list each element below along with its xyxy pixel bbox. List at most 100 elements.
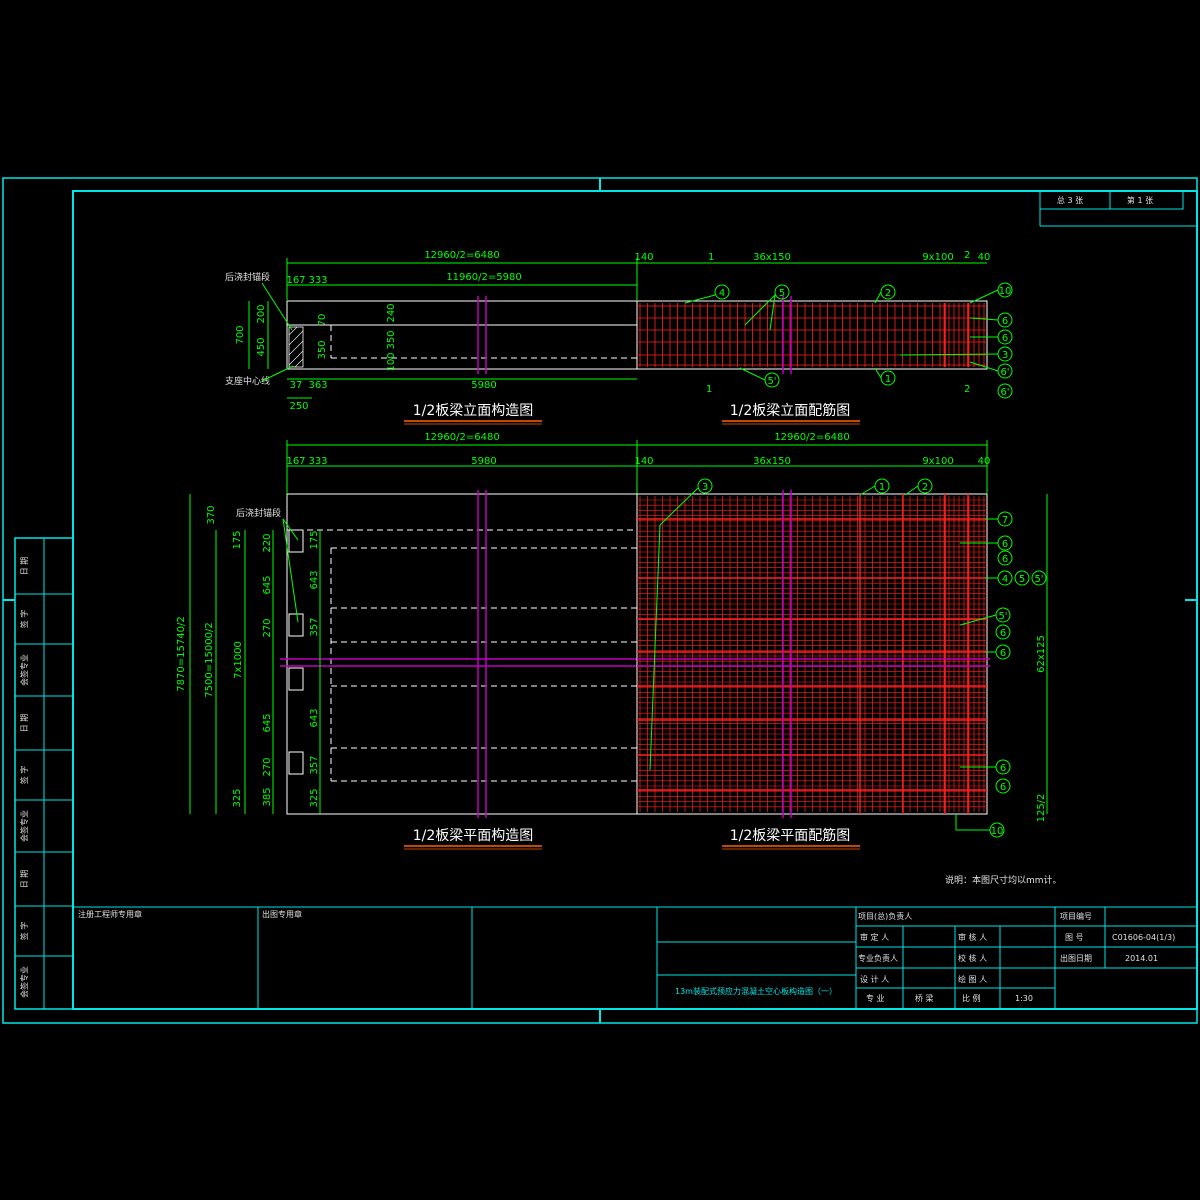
designer-label: 设 计 人: [860, 974, 889, 984]
dim-325-a: 325: [232, 788, 243, 807]
title-plan-structure: 1/2板梁平面构造图: [413, 828, 534, 844]
mark-6-plan-d: 6: [1000, 648, 1006, 659]
label-support-centerline: 支座中心线: [225, 375, 270, 387]
rebar-callouts-elev: 4 5 5' 2 1 10 6 6 3 6' 6': [684, 282, 1013, 399]
date-value: 2014.01: [1125, 954, 1158, 963]
dim-270-a: 270: [262, 618, 273, 637]
reviewer-label: 审 核 人: [958, 932, 987, 942]
mark-3-plan: 3: [702, 482, 708, 493]
section-mark-2-top: 2: [964, 250, 970, 261]
dim-100: 100: [386, 352, 397, 371]
section-mark-1-top: 1: [708, 252, 714, 263]
mark-10-plan: 10: [991, 826, 1004, 837]
sheet-number: 第 1 张: [1127, 195, 1153, 205]
side-date-3: 日 期: [20, 870, 29, 889]
dim-175-b: 175: [309, 530, 320, 549]
dim-350-inner: 350: [386, 330, 397, 349]
drawing-no-value: C01606-04(1/3): [1112, 933, 1175, 942]
sheet-frame: [2, 177, 1198, 1024]
elevation-structure-view: 12960/2=6480 167 333 11960/2=5980 37 363…: [225, 250, 638, 425]
dim-37: 37: [290, 380, 303, 391]
side-date-2: 日 期: [20, 714, 29, 733]
mark-1-plan: 1: [879, 482, 885, 493]
mark-6p-elev-b: 6': [1000, 387, 1009, 398]
date-label: 出图日期: [1060, 953, 1092, 963]
mark-6-plan-a: 6: [1002, 539, 1008, 550]
dim-62x125: 62x125: [1036, 635, 1047, 673]
drawing-no-label: 图 号: [1065, 933, 1084, 942]
dim-140-elev: 140: [634, 252, 653, 263]
dim-5980: 5980: [471, 380, 496, 391]
side-sign-panel: 日 期 签 字 会签专业 日 期 签 字 会签专业 日 期 签 字 会签专业: [14, 537, 74, 1010]
dim-167: 167: [286, 275, 305, 286]
dim-40-plan: 40: [978, 456, 991, 467]
mark-5-elev: 5: [779, 288, 785, 299]
project-no-label: 项目编号: [1060, 911, 1092, 921]
dim-363: 363: [308, 380, 327, 391]
dim-385: 385: [262, 787, 273, 806]
title-elevation-rebar: 1/2板梁立面配筋图: [730, 402, 851, 419]
side-sign-3: 签 字: [19, 922, 29, 941]
dim-140-plan: 140: [634, 456, 653, 467]
mark-4-plan: 4: [1002, 574, 1008, 585]
dim-70: 70: [317, 314, 328, 327]
mark-5p-plan-b: 5': [998, 611, 1007, 622]
dim-36x150-elev: 36x150: [753, 252, 791, 263]
mark-6-plan-c: 6: [1000, 628, 1006, 639]
drawing-title: 13m装配式预应力混凝土空心板构造图（一）: [675, 986, 837, 996]
section-mark-2-bot: 2: [964, 384, 970, 395]
mark-6-plan-f: 6: [1000, 782, 1006, 793]
total-sheets: 总 3 张: [1057, 195, 1083, 205]
scale-label: 比 例: [962, 993, 981, 1003]
mark-6p-elev-a: 6': [1000, 367, 1009, 378]
label-post-cast-joint-elev: 后浇封锚段: [225, 271, 270, 283]
dim-643-a: 643: [309, 570, 320, 589]
mark-5p-plan: 5': [1034, 574, 1043, 585]
checker-label: 校 核 人: [958, 953, 987, 963]
dim-plan-333: 333: [308, 456, 327, 467]
mark-7-plan: 7: [1002, 515, 1008, 526]
dim-240: 240: [386, 303, 397, 322]
side-date-1: 日 期: [20, 557, 29, 576]
dim-270-b: 270: [262, 757, 273, 776]
dim-645-a: 645: [262, 575, 273, 594]
elevation-rebar-view: 140 36x150 9x100 40 1 2 1 2 4 5 5' 2 1 1…: [634, 250, 1013, 425]
mark-6-plan-e: 6: [1000, 763, 1006, 774]
mark-5p-elev: 5': [767, 376, 776, 387]
dim-inner-half-len: 11960/2=5980: [446, 272, 521, 283]
dim-643-b: 643: [309, 708, 320, 727]
specialty-label: 专 业: [866, 993, 885, 1003]
discipline-lead-label: 专业负责人: [858, 953, 898, 963]
dim-plan-rebar-top-half: 12960/2=6480: [774, 432, 849, 443]
registered-engineer-seal: 注册工程师专用章: [78, 909, 142, 919]
dim-total-width: 7870=15740/2: [176, 616, 187, 691]
drafter-label: 绘 图 人: [958, 974, 987, 984]
dim-250: 250: [289, 401, 308, 412]
section-mark-1-bot: 1: [706, 384, 712, 395]
dim-175-a: 175: [232, 530, 243, 549]
scale-value: 1:30: [1015, 994, 1033, 1003]
dim-357-a: 357: [309, 617, 320, 636]
label-post-cast-joint-plan: 后浇封锚段: [236, 507, 281, 519]
dim-220: 220: [262, 533, 273, 552]
mark-6-elev-a: 6: [1002, 316, 1008, 327]
dim-top-half-len: 12960/2=6480: [424, 250, 499, 261]
dim-40-elev: 40: [978, 252, 991, 263]
plan-rebar-view: 12960/2=6480 140 36x150 9x100 40 62x125 …: [634, 432, 1048, 850]
specialty-value: 桥 梁: [915, 993, 934, 1003]
issue-seal: 出图专用章: [262, 909, 302, 919]
dim-350: 350: [317, 340, 328, 359]
mark-2-plan: 2: [922, 482, 928, 493]
title-block: 注册工程师专用章 出图专用章 13m装配式预应力混凝土空心板构造图（一） 项目(…: [73, 906, 1197, 1009]
plan-rebar-grid: [637, 494, 987, 814]
title-plan-rebar: 1/2板梁平面配筋图: [730, 827, 851, 844]
mark-5-plan: 5: [1019, 574, 1025, 585]
side-sign-1: 签 字: [19, 610, 29, 629]
mark-4-elev: 4: [719, 288, 725, 299]
dim-700: 700: [235, 325, 246, 344]
dim-9x100-elev: 9x100: [922, 252, 953, 263]
side-dept-3: 会签专业: [19, 966, 29, 998]
project-manager-label: 项目(总)负责人: [858, 911, 912, 921]
mark-1-elev: 1: [885, 374, 891, 385]
